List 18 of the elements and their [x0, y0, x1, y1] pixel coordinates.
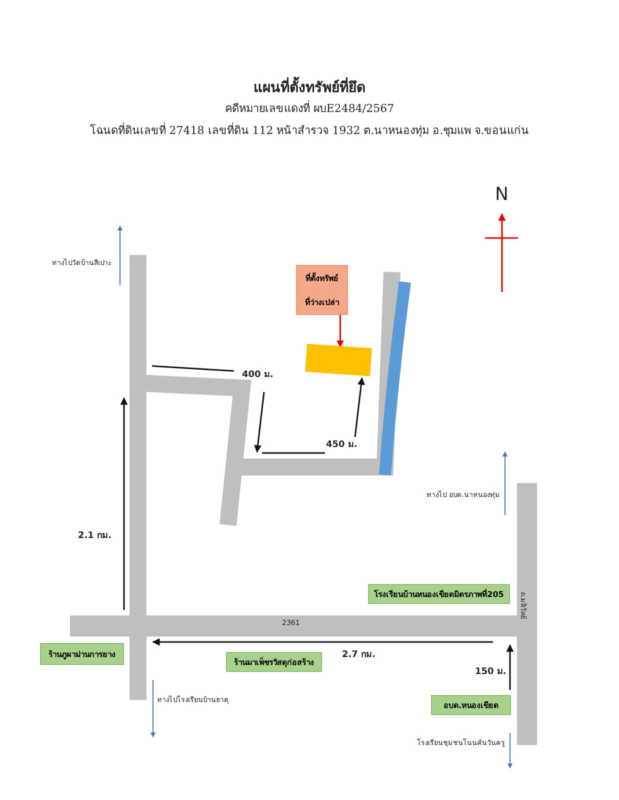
case-number: คดีหมายเลขแดงที่ ผบE2484/2567: [224, 100, 396, 117]
landmark-box: ร้านภูผาม่านการยาง: [40, 643, 124, 665]
callout-box: [296, 265, 348, 315]
leader-arrow: [336, 315, 344, 348]
distance-label: 450 ม.: [326, 439, 358, 451]
land-plot: [305, 344, 372, 376]
distance-label: 400 ม.: [242, 369, 274, 381]
landmark-box: ร้านมาเพ็ชรวัสดุก่อสร้าง: [226, 652, 322, 672]
north-label: N: [495, 184, 508, 205]
callout-heading: ที่ตั้งทรัพย์: [306, 272, 338, 284]
map-title: แผนที่ตั้งทรัพย์ที่ยึด: [0, 76, 619, 98]
deed-description: โฉนดที่ดินเลขที่ 27418 เลขที่ดิน 112 หน้าสำรวจ 1932 ต.นาหนองทุ่ม อ.ชุมแพ จ.ขอนแก่น: [88, 122, 530, 139]
distance-label: 150 ม.: [475, 666, 506, 678]
landmark-box: โรงเรียนบ้านหนองเขียดมิตรภาพที่205: [368, 584, 510, 604]
callout-text: ที่ว่างเปล่า: [305, 296, 339, 308]
distance-label: 2.1 กม.: [78, 530, 112, 542]
distance-label: 2.7 กม.: [342, 649, 376, 661]
landmark-box: อบต.หนองเขียด: [431, 695, 511, 715]
